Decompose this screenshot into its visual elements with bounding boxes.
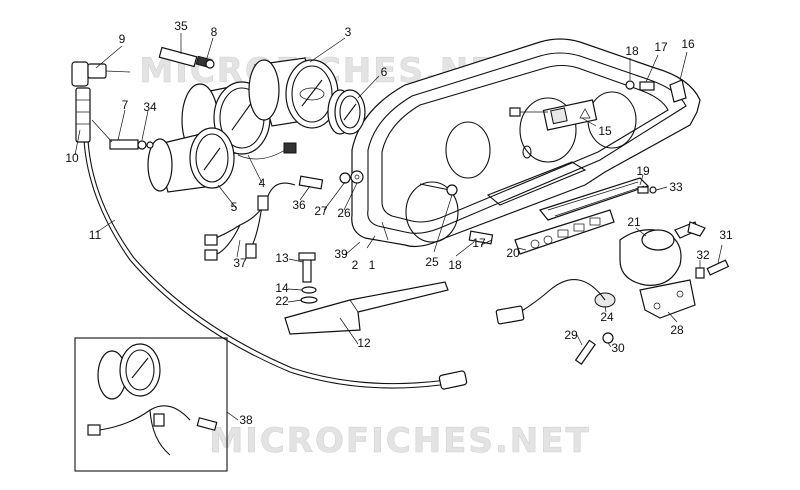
speedometer-cable <box>71 61 468 390</box>
bulb-sockets <box>91 46 215 150</box>
callout-3: 3 <box>345 25 352 39</box>
callout-33: 33 <box>669 180 683 194</box>
watermark-bottom: MICROFICHES.NET <box>209 421 590 461</box>
callout-18-top: 18 <box>625 44 639 58</box>
callout-2: 2 <box>352 258 359 272</box>
callout-31: 31 <box>719 228 733 242</box>
callout-30: 30 <box>611 341 625 355</box>
small-gauge-5 <box>147 127 235 193</box>
callout-5: 5 <box>231 200 238 214</box>
light-strip <box>538 177 650 221</box>
callout-16: 16 <box>681 37 695 51</box>
callout-12: 12 <box>357 336 371 350</box>
callout-20: 20 <box>506 246 520 260</box>
callout-24: 24 <box>600 310 614 324</box>
leader-lines <box>74 33 723 348</box>
callout-38: 38 <box>239 413 253 427</box>
fasteners-mid <box>339 79 687 245</box>
callout-13: 13 <box>275 251 289 265</box>
callout-9: 9 <box>119 32 126 46</box>
callout-6: 6 <box>381 65 388 79</box>
callout-10: 10 <box>65 151 79 165</box>
mounting-bracket <box>284 252 449 335</box>
small-gauge-6 <box>327 89 366 135</box>
speedometer-gauge <box>248 57 339 129</box>
callout-26: 26 <box>337 206 351 220</box>
callout-18-bottom: 18 <box>448 258 462 272</box>
callout-1: 1 <box>369 258 376 272</box>
dashboard-housing <box>351 38 701 248</box>
callout-36: 36 <box>292 198 306 212</box>
ignition-switch <box>495 221 730 365</box>
wiring-harness <box>204 175 324 261</box>
callout-27: 27 <box>314 204 328 218</box>
callout-17-top: 17 <box>654 40 668 54</box>
callout-22: 22 <box>275 294 289 308</box>
callout-35: 35 <box>174 19 188 33</box>
callout-14: 14 <box>275 281 289 295</box>
callout-32: 32 <box>696 248 710 262</box>
callouts: 1 2 3 4 5 6 7 8 9 10 11 12 13 14 15 16 1… <box>65 19 733 427</box>
callout-28: 28 <box>670 323 684 337</box>
switch-panel <box>514 209 615 255</box>
callout-29: 29 <box>564 328 578 342</box>
callout-7: 7 <box>122 98 129 112</box>
callout-8: 8 <box>211 25 218 39</box>
callout-34: 34 <box>143 100 157 114</box>
callout-25: 25 <box>425 255 439 269</box>
callout-19: 19 <box>636 164 650 178</box>
callout-4: 4 <box>259 176 266 190</box>
callout-17-bottom: 17 <box>472 236 486 250</box>
callout-37: 37 <box>233 256 247 270</box>
inset-box <box>74 337 239 472</box>
callout-15: 15 <box>598 124 612 138</box>
callout-11: 11 <box>89 228 102 242</box>
callout-21: 21 <box>627 215 641 229</box>
callout-39: 39 <box>334 247 348 261</box>
